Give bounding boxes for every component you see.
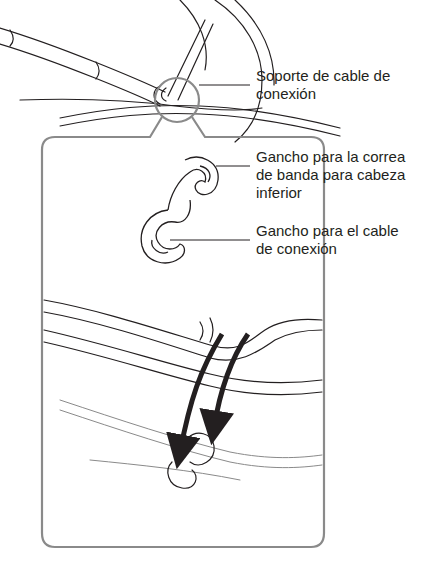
part-label: Gancho para la correa de banda para cabe…: [256, 148, 416, 202]
hook-detail: [141, 157, 218, 263]
motion-arrow: [180, 334, 248, 452]
leader-line: [170, 85, 250, 240]
callout-circle: [155, 78, 199, 122]
headset-lower: [44, 300, 322, 488]
part-label: Soporte de cable de conexión: [256, 67, 416, 103]
part-label: Gancho para el cable de conexión: [256, 222, 416, 258]
